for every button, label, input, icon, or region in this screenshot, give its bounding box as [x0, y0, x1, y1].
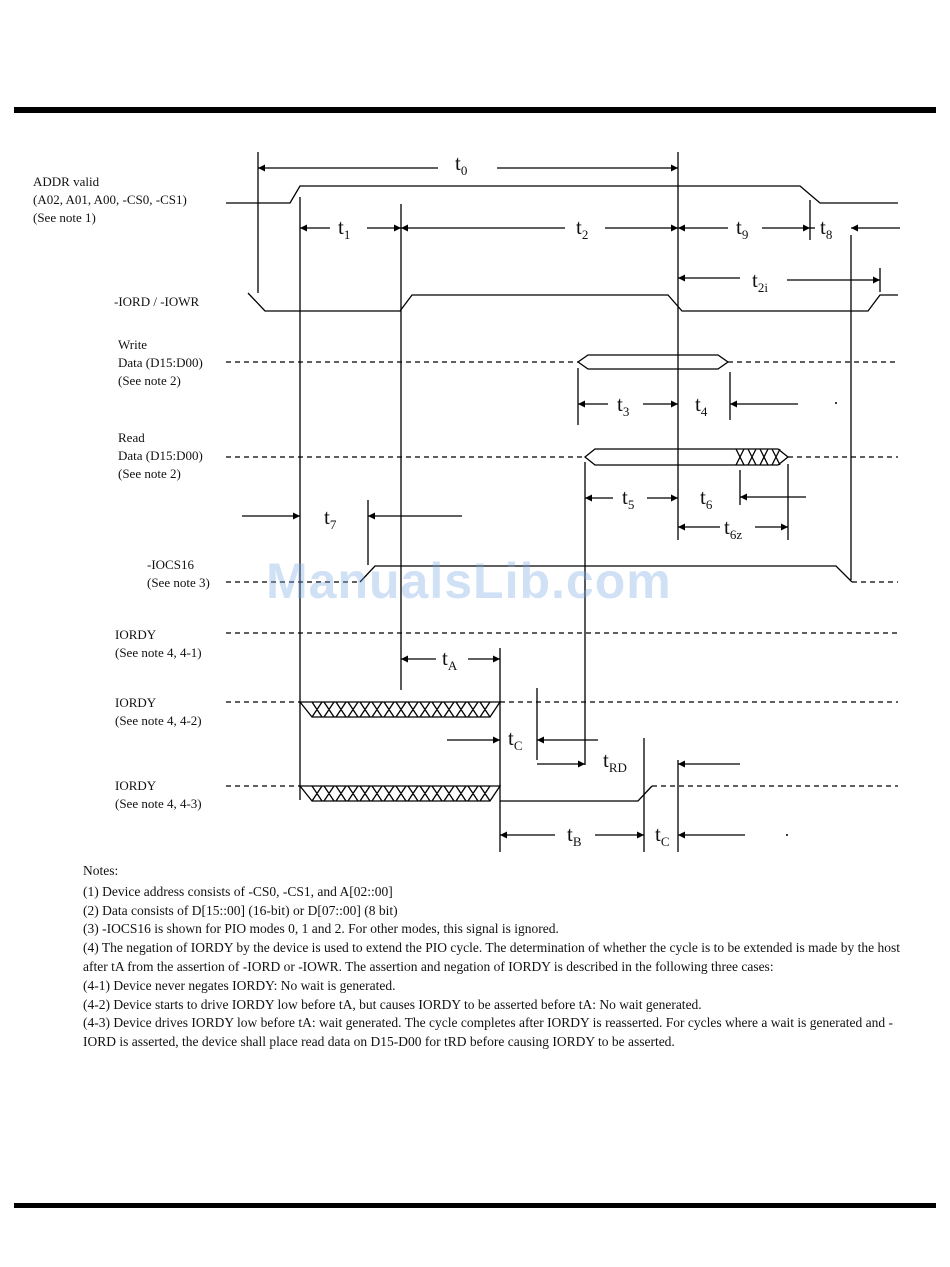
note-4-3: (4-3) Device drives IORDY low before tA:…: [83, 1015, 893, 1050]
t6z-label: t6z: [724, 515, 743, 542]
t6-label: t6: [700, 485, 713, 512]
iordy-4-1-label: IORDY (See note 4, 4-1): [115, 627, 202, 660]
note-4: (4) The negation of IORDY by the device …: [83, 940, 901, 974]
note-1: (1) Device address consists of -CS0, -CS…: [83, 883, 393, 899]
note-3: (3) -IOCS16 is shown for PIO modes 0, 1 …: [83, 921, 559, 937]
t2-label: t2: [576, 215, 589, 242]
iordy-4-2-label: IORDY (See note 4, 4-2): [115, 695, 202, 728]
iord-iowr-waveform: [247, 292, 898, 312]
read-data-waveform: [226, 448, 898, 466]
iocs16-waveform: [226, 565, 898, 583]
tA-label: tA: [442, 646, 458, 673]
vertical-reference-lines: [257, 152, 881, 852]
tC-label-2: tC: [655, 822, 670, 849]
stray-dots: [786, 402, 837, 836]
tRD-label: tRD: [603, 748, 627, 775]
t3-label: t3: [617, 392, 630, 419]
top-rule: [14, 107, 936, 113]
notes-title: Notes:: [83, 863, 119, 878]
iordy-4-2-waveform: [226, 701, 898, 718]
addr-valid-label: ADDR valid (A02, A01, A00, -CS0, -CS1) (…: [33, 174, 187, 225]
iocs16-label: -IOCS16 (See note 3): [147, 557, 210, 590]
iordy-4-3-waveform: [226, 785, 898, 802]
note-4-2: (4-2) Device starts to drive IORDY low b…: [83, 996, 702, 1012]
t5-label: t5: [622, 485, 635, 512]
bottom-rule: [14, 1203, 936, 1208]
note-4-1: (4-1) Device never negates IORDY: No wai…: [83, 977, 396, 993]
t4-label: t4: [695, 392, 708, 419]
tC-label-1: tC: [508, 726, 523, 753]
watermark: ManualsLib.com: [266, 553, 672, 609]
t0-label: t0: [455, 151, 468, 178]
t2i-label: t2i: [752, 268, 768, 295]
note-2: (2) Data consists of D[15::00] (16-bit) …: [83, 902, 398, 918]
write-data-label: Write Data (D15:D00) (See note 2): [118, 337, 203, 388]
timing-arrows: [242, 164, 900, 839]
iordy-4-3-label: IORDY (See note 4, 4-3): [115, 778, 202, 811]
t8-label: t8: [820, 215, 833, 242]
t7-label: t7: [324, 505, 337, 532]
addr-valid-waveform: [226, 185, 898, 204]
iord-iowr-label: -IORD / -IOWR: [114, 294, 200, 309]
write-data-waveform: [226, 354, 898, 370]
t1-label: t1: [338, 215, 351, 242]
t9-label: t9: [736, 215, 749, 242]
read-data-label: Read Data (D15:D00) (See note 2): [118, 430, 203, 481]
tB-label: tB: [567, 822, 582, 849]
notes-section: Notes: (1) Device address consists of -C…: [83, 862, 903, 1052]
